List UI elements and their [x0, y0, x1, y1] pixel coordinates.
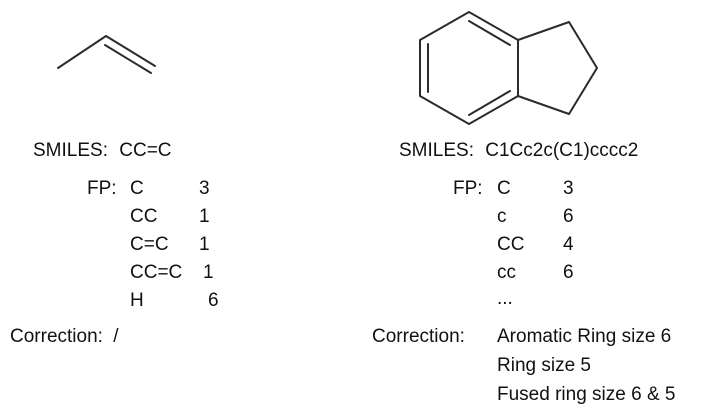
right-fp-frag: c: [497, 206, 507, 227]
right-correction-label: Correction:: [372, 326, 465, 347]
propene-double-bond-inner: [104, 44, 152, 74]
aromatic-inner-bond-top: [468, 20, 511, 46]
right-correction-item: Ring size 5: [497, 355, 591, 376]
left-fp-frag: C: [130, 178, 144, 199]
left-fp-frag: C=C: [130, 234, 169, 255]
cyclopentane-ring: [517, 21, 598, 115]
left-correction-line: Correction: /: [10, 326, 118, 348]
left-smiles-label: SMILES:: [33, 140, 108, 161]
right-smiles-value: C1Cc2c(C1)cccc2: [485, 140, 639, 161]
right-smiles-label: SMILES:: [399, 140, 474, 161]
left-smiles-line: SMILES: CC=C: [33, 140, 172, 162]
left-fp-count: 1: [199, 234, 210, 255]
left-smiles-value: CC=C: [119, 140, 172, 161]
left-fp-frag: CC=C: [130, 262, 183, 283]
benzene-ring: [419, 11, 519, 125]
left-correction-value: /: [113, 326, 119, 347]
right-correction-item: Fused ring size 6 & 5: [497, 384, 676, 405]
right-fp-ellipsis: ...: [497, 288, 513, 309]
right-fp-count: 6: [563, 206, 574, 227]
left-fp-frag: H: [130, 290, 144, 311]
left-fp-count: 3: [199, 178, 210, 199]
right-correction-item: Aromatic Ring size 6: [497, 326, 672, 347]
aromatic-inner-bond-bottom: [468, 90, 511, 116]
left-fp-count: 6: [208, 290, 219, 311]
right-fp-label: FP:: [453, 178, 483, 199]
propene-single-bond: [57, 35, 107, 69]
right-fp-frag: C: [497, 178, 511, 199]
right-fp-count: 6: [563, 262, 574, 283]
left-correction-label: Correction:: [10, 326, 103, 347]
right-fp-frag: CC: [497, 234, 525, 255]
right-smiles-line: SMILES: C1Cc2c(C1)cccc2: [399, 140, 638, 162]
left-fp-count: 1: [203, 262, 214, 283]
right-fp-count: 3: [563, 178, 574, 199]
right-fp-count: 4: [563, 234, 574, 255]
right-fp-frag: cc: [497, 262, 516, 283]
left-fp-frag: CC: [130, 206, 158, 227]
propene-double-bond-outer: [105, 35, 156, 67]
left-fp-label: FP:: [87, 178, 117, 199]
left-fp-count: 1: [199, 206, 210, 227]
